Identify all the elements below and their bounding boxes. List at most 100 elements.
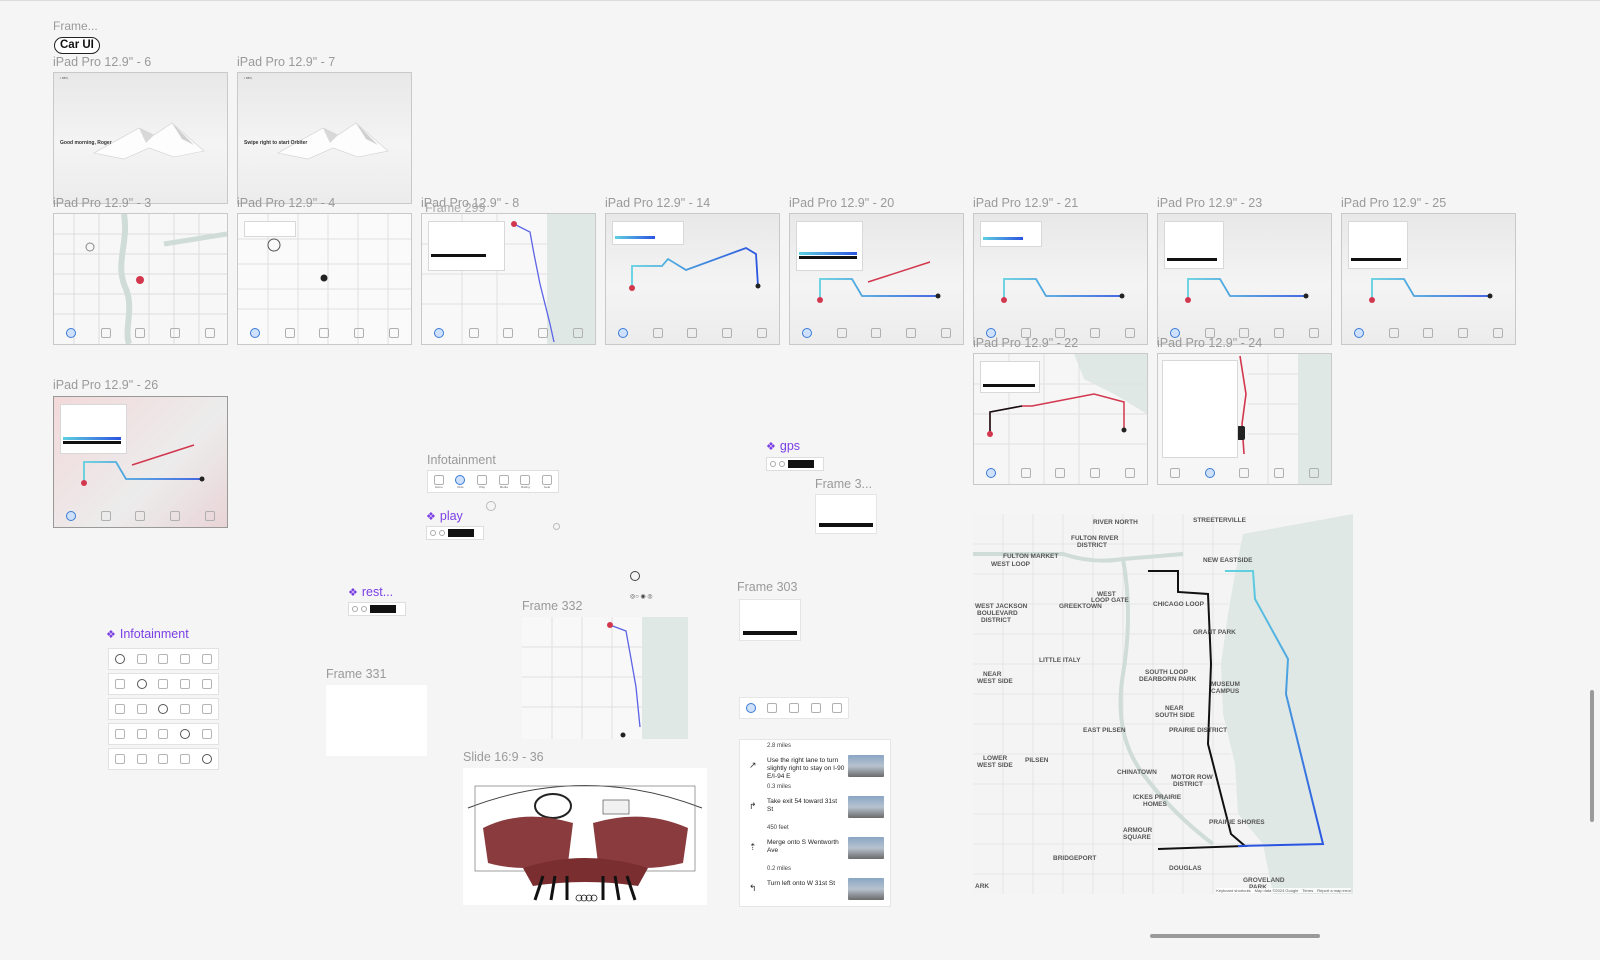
- contact-icon[interactable]: [1423, 328, 1434, 338]
- frame-label[interactable]: iPad Pro 12.9" - 7: [237, 55, 336, 69]
- street-view-thumbnail[interactable]: [848, 837, 884, 859]
- frame-ipad-3[interactable]: [53, 213, 228, 345]
- contact-icon[interactable]: [135, 328, 146, 338]
- rest-component[interactable]: [348, 602, 406, 616]
- contact-icon[interactable]: [135, 511, 146, 521]
- frame-label[interactable]: iPad Pro 12.9" - 26: [53, 378, 159, 392]
- frame-ipad-26[interactable]: [53, 396, 228, 528]
- car-icon[interactable]: [284, 328, 295, 338]
- contact-icon[interactable]: [788, 703, 799, 713]
- compact-nav-bar[interactable]: [739, 697, 849, 719]
- frame-label[interactable]: iPad Pro 12.9" - 6: [53, 55, 152, 69]
- gear-icon[interactable]: [388, 328, 399, 338]
- frame-label[interactable]: iPad Pro 12.9" - 4: [237, 196, 336, 210]
- play-active-variant[interactable]: [448, 529, 474, 537]
- report-error-link[interactable]: Report a map error: [1317, 888, 1351, 893]
- gps-active-variant[interactable]: [788, 460, 814, 468]
- history-icon[interactable]: [1090, 468, 1101, 478]
- frame-ipad-7[interactable]: ▪ 88% Swipe right to start Orbiter: [237, 72, 412, 204]
- car-icon[interactable]: [100, 328, 111, 338]
- direction-step[interactable]: 450 feet ⇡ Merge onto S Wentworth Ave: [740, 822, 890, 862]
- dot-icon[interactable]: [553, 523, 560, 530]
- dot-icon[interactable]: [779, 461, 785, 467]
- chicago-map[interactable]: RIVER NORTH STREETERVILLE FULTON RIVER D…: [973, 514, 1353, 894]
- globe-icon[interactable]: [66, 328, 77, 338]
- direction-step[interactable]: 2.8 miles ↗ Use the right lane to turn s…: [740, 740, 890, 780]
- gear-icon[interactable]: [1492, 328, 1503, 338]
- gear-icon[interactable]: [832, 703, 843, 713]
- street-view-thumbnail[interactable]: [848, 755, 884, 777]
- gear-icon[interactable]: [204, 328, 215, 338]
- history-icon[interactable]: [170, 511, 181, 521]
- history-icon[interactable]: [1458, 328, 1469, 338]
- frame-label[interactable]: iPad Pro 12.9" - 25: [1341, 196, 1447, 210]
- prev-icon[interactable]: [430, 530, 436, 536]
- nav-ride[interactable]: Ride: [455, 474, 466, 489]
- globe-icon[interactable]: [434, 328, 445, 338]
- dot-icon[interactable]: [361, 606, 367, 612]
- globe-icon[interactable]: [802, 328, 813, 338]
- history-icon[interactable]: [538, 328, 549, 338]
- street-view-thumbnail[interactable]: [848, 878, 884, 900]
- frame-ipad-23[interactable]: [1157, 213, 1332, 345]
- frame-332[interactable]: [522, 617, 688, 739]
- dot-icon[interactable]: [352, 606, 358, 612]
- frame-label[interactable]: iPad Pro 12.9" - 21: [973, 196, 1079, 210]
- car-icon[interactable]: [767, 703, 778, 713]
- frame-label[interactable]: Frame 332: [522, 599, 583, 613]
- car-icon[interactable]: [836, 328, 847, 338]
- frame-arrival[interactable]: [815, 494, 877, 534]
- section-pill[interactable]: Car UI: [54, 37, 100, 54]
- history-icon[interactable]: [722, 328, 733, 338]
- frame-label[interactable]: Infotainment: [427, 453, 496, 467]
- frame-label[interactable]: Frame 331: [326, 667, 387, 681]
- history-icon[interactable]: [170, 328, 181, 338]
- navigation-icon[interactable]: [630, 571, 640, 581]
- infotainment-variant-5[interactable]: [108, 748, 219, 770]
- frame-331[interactable]: [326, 685, 427, 756]
- vertical-scrollbar[interactable]: [1590, 690, 1594, 822]
- nav-home[interactable]: Home: [433, 474, 444, 489]
- gear-icon[interactable]: [572, 328, 583, 338]
- play-component[interactable]: [426, 526, 484, 540]
- frame-ipad-25[interactable]: [1341, 213, 1516, 345]
- globe-icon[interactable]: [986, 328, 997, 338]
- contact-icon[interactable]: [503, 328, 514, 338]
- history-icon[interactable]: [810, 703, 821, 713]
- street-view-thumbnail[interactable]: [848, 796, 884, 818]
- infotainment-variant-3[interactable]: [108, 698, 219, 720]
- globe-icon[interactable]: [745, 703, 756, 713]
- frame-label[interactable]: iPad Pro 12.9" - 23: [1157, 196, 1263, 210]
- frame-ipad-6[interactable]: ▪ 88% Good morning, Roger: [53, 72, 228, 204]
- car-icon[interactable]: [468, 328, 479, 338]
- infotainment-variant-4[interactable]: [108, 723, 219, 745]
- start-button[interactable]: [431, 254, 486, 257]
- gps-component[interactable]: [766, 457, 824, 471]
- globe-icon[interactable]: [1170, 468, 1181, 478]
- history-icon[interactable]: [906, 328, 917, 338]
- contact-icon[interactable]: [871, 328, 882, 338]
- contact-icon[interactable]: [687, 328, 698, 338]
- history-icon[interactable]: [1274, 468, 1285, 478]
- frame-label[interactable]: iPad Pro 12.9" - 3: [53, 196, 152, 210]
- nav-media[interactable]: Media: [498, 474, 509, 489]
- direction-step[interactable]: 0.2 miles ↰ Turn left onto W 31st St: [740, 863, 890, 903]
- car-icon[interactable]: [1204, 468, 1215, 478]
- contact-icon[interactable]: [1239, 468, 1250, 478]
- nav-gear[interactable]: Gear: [542, 474, 553, 489]
- frame-label[interactable]: Slide 16:9 - 36: [463, 750, 544, 764]
- frame-ipad-24[interactable]: [1157, 353, 1332, 485]
- confirm-button[interactable]: [743, 631, 797, 635]
- globe-icon[interactable]: [1354, 328, 1365, 338]
- globe-icon[interactable]: [250, 328, 261, 338]
- car-icon[interactable]: [652, 328, 663, 338]
- gear-icon[interactable]: [1308, 328, 1319, 338]
- frame-label[interactable]: Frame 3...: [815, 477, 872, 491]
- history-icon[interactable]: [354, 328, 365, 338]
- history-icon[interactable]: [1274, 328, 1285, 338]
- car-icon[interactable]: [1388, 328, 1399, 338]
- dot-icon[interactable]: [439, 530, 445, 536]
- frame-ipad-22[interactable]: [973, 353, 1148, 485]
- nav-rating[interactable]: Rating: [520, 474, 531, 489]
- direction-step[interactable]: 0.3 miles ↱ Take exit 54 toward 31st St: [740, 781, 890, 821]
